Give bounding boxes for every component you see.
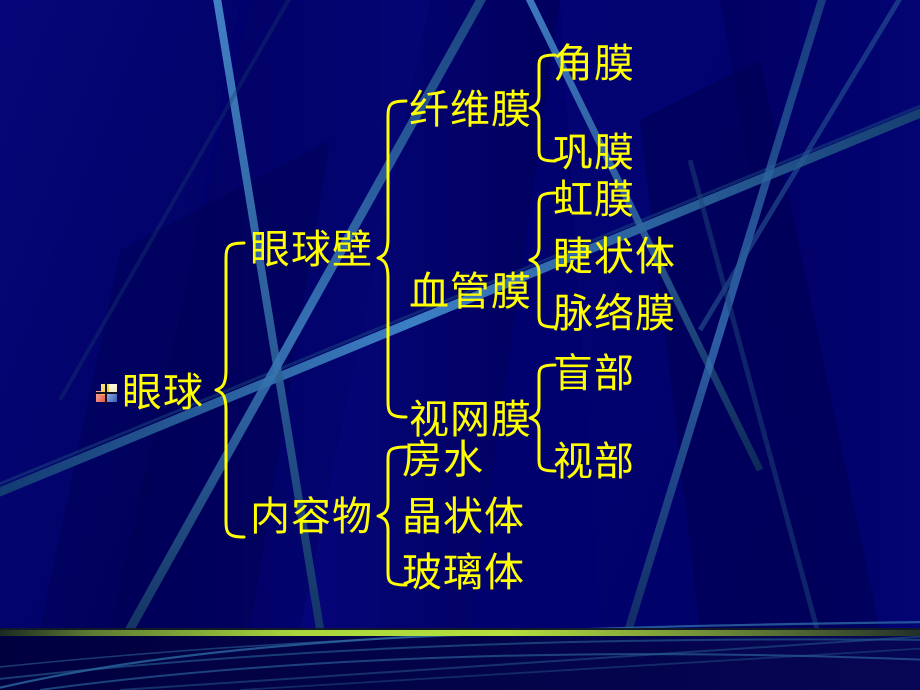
- brace-contents: [376, 445, 408, 587]
- node-lens: 晶状体: [402, 497, 525, 537]
- node-lens-label: 晶状体: [402, 494, 525, 540]
- node-vitreous-body: 玻璃体: [402, 553, 525, 593]
- brace-eyeball-wall: [376, 99, 408, 419]
- node-choroid: 脉络膜: [553, 294, 676, 334]
- node-vascular-tunic-label: 血管膜: [409, 269, 532, 315]
- node-vascular-tunic: 血管膜: [409, 272, 532, 312]
- node-cornea: 角膜: [553, 44, 635, 84]
- node-optic-part-label: 视部: [553, 439, 635, 485]
- node-optic-part: 视部: [553, 442, 635, 482]
- node-blind-part: 盲部: [553, 354, 635, 394]
- node-contents-label: 内容物: [250, 494, 373, 540]
- brace-retina: [528, 363, 557, 473]
- node-choroid-label: 脉络膜: [553, 291, 676, 337]
- brace-root: [214, 241, 246, 539]
- node-eyeball-wall: 眼球壁: [250, 230, 373, 270]
- node-aqueous-humor: 房水: [402, 440, 484, 480]
- node-iris-label: 虹膜: [553, 177, 635, 223]
- powerpoint-colored-squares-icon: [96, 382, 118, 404]
- node-aqueous-humor-label: 房水: [402, 437, 484, 483]
- node-iris: 虹膜: [553, 180, 635, 220]
- node-blind-part-label: 盲部: [553, 351, 635, 397]
- node-eyeball-wall-label: 眼球壁: [250, 227, 373, 273]
- node-retina-label: 视网膜: [409, 397, 532, 443]
- brace-fibrous-tunic: [528, 53, 557, 163]
- node-fibrous-tunic-label: 纤维膜: [409, 87, 532, 133]
- node-root-eyeball: 眼球: [96, 373, 204, 413]
- node-fibrous-tunic: 纤维膜: [409, 90, 532, 130]
- node-sclera-label: 巩膜: [553, 130, 635, 176]
- node-vitreous-body-label: 玻璃体: [402, 550, 525, 596]
- node-ciliary-body-label: 睫状体: [553, 234, 676, 280]
- node-ciliary-body: 睫状体: [553, 237, 676, 277]
- node-sclera: 巩膜: [553, 133, 635, 173]
- node-root-label: 眼球: [122, 370, 204, 416]
- brace-vascular-tunic: [528, 191, 557, 329]
- node-contents: 内容物: [250, 497, 373, 537]
- node-cornea-label: 角膜: [553, 41, 635, 87]
- node-retina: 视网膜: [409, 400, 532, 440]
